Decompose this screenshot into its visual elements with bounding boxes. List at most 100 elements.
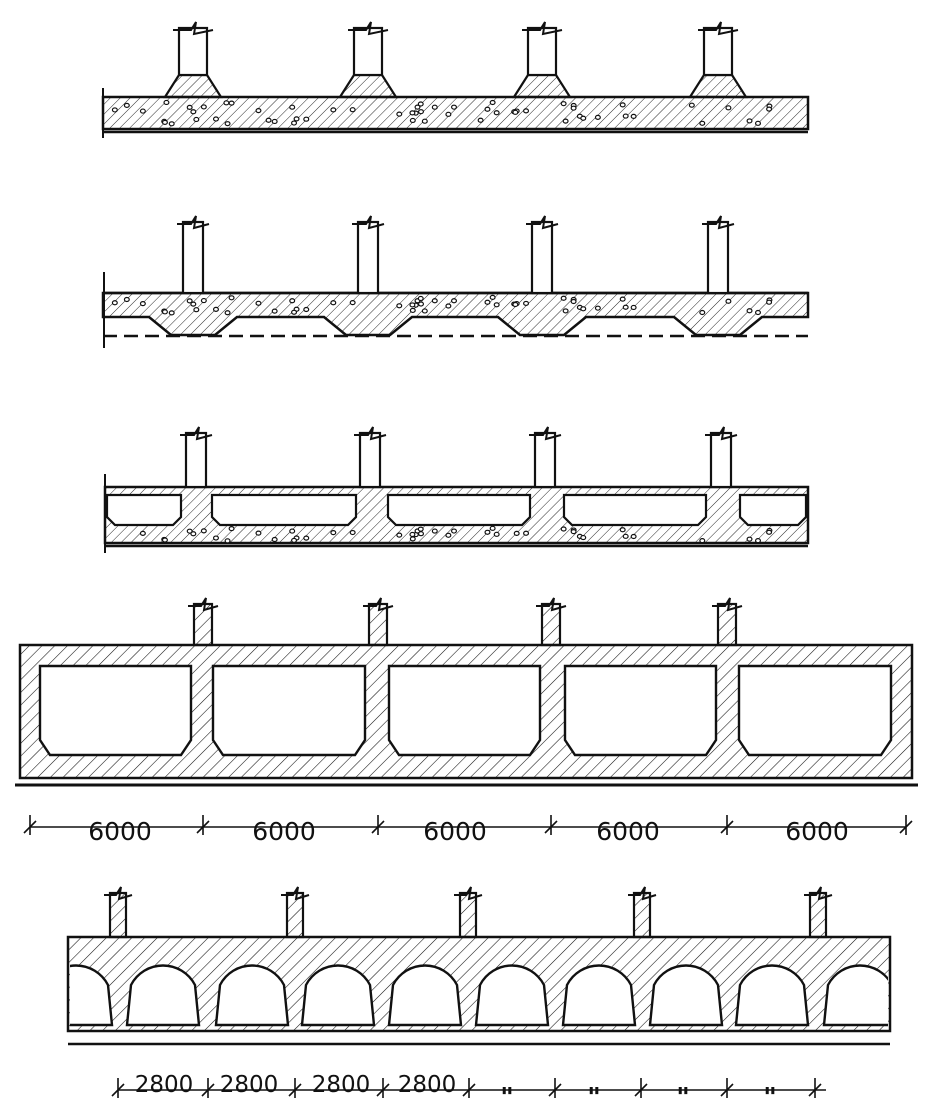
aggregate-mark xyxy=(139,300,146,307)
aggregate-mark xyxy=(349,107,356,113)
aggregate-mark xyxy=(409,117,416,124)
aggregate-mark xyxy=(512,109,519,115)
box-cell-void xyxy=(387,664,542,757)
break-symbol xyxy=(180,426,213,441)
tick-slash xyxy=(23,820,37,834)
column-shaft xyxy=(358,431,382,489)
aggregate-mark xyxy=(421,118,428,124)
aggregate-mark xyxy=(746,536,753,542)
columns xyxy=(104,886,833,939)
hollow-core-void xyxy=(648,964,724,1027)
aggregate-mark xyxy=(622,113,629,119)
aggregate-mark xyxy=(493,531,500,537)
dim-label-4: 2800 xyxy=(398,1072,457,1098)
aggregate-mark xyxy=(414,104,421,110)
aggregate-mark xyxy=(725,298,732,304)
aggregate-mark xyxy=(168,310,175,316)
hollow-core-void xyxy=(214,964,290,1027)
break-symbol xyxy=(698,21,739,36)
aggregate-mark xyxy=(754,120,761,126)
aggregate-mark xyxy=(255,108,262,114)
aggregate-mark xyxy=(562,118,569,124)
break-symbol xyxy=(712,597,743,612)
box-cell-void xyxy=(211,664,367,757)
aggregate-mark xyxy=(212,535,219,541)
aggregate-mark xyxy=(223,100,230,106)
break-symbol xyxy=(702,215,735,230)
break-symbol xyxy=(188,597,219,612)
cells xyxy=(105,493,808,527)
aggregate-mark xyxy=(111,300,118,306)
aggregate-mark xyxy=(228,295,235,301)
aggregate-mark xyxy=(445,111,452,117)
column-shaft xyxy=(181,220,205,295)
aggregate-mark xyxy=(186,298,193,304)
dim-label-2: 2800 xyxy=(220,1072,279,1098)
break-symbol xyxy=(363,597,394,612)
aggregate-mark xyxy=(630,304,637,311)
cell-void xyxy=(210,493,358,527)
tick-slash xyxy=(376,1083,390,1097)
aggregate-mark xyxy=(431,104,438,110)
break-symbol xyxy=(804,886,833,901)
hollow-core-void xyxy=(734,964,810,1027)
aggregate-mark xyxy=(228,100,235,106)
tick-slash xyxy=(288,1083,302,1097)
dimension-ticks xyxy=(111,1078,822,1098)
aggregate-mark xyxy=(396,303,403,309)
aggregate-mark xyxy=(560,101,567,107)
aggregate-mark xyxy=(746,308,753,314)
dim-label-1: 6000 xyxy=(88,817,152,846)
aggregate-mark xyxy=(594,114,601,120)
break-symbol xyxy=(529,426,562,441)
aggregate-mark xyxy=(417,526,424,532)
break-symbol xyxy=(526,215,559,230)
cell-void xyxy=(738,493,808,527)
aggregate-mark xyxy=(445,532,452,538)
aggregate-mark xyxy=(289,298,296,304)
aggregate-mark xyxy=(523,530,530,536)
aggregate-mark xyxy=(303,306,310,313)
aggregate-mark xyxy=(489,525,496,531)
ditto-mark-3: " xyxy=(676,1083,690,1113)
aggregate-mark xyxy=(484,106,491,112)
aggregate-mark xyxy=(409,302,416,308)
aggregate-mark xyxy=(291,537,298,544)
aggregate-mark xyxy=(512,301,519,308)
aggregate-mark xyxy=(123,296,130,303)
aggregate-mark xyxy=(200,297,207,304)
aggregate-mark xyxy=(271,308,278,314)
aggregate-mark xyxy=(303,116,310,122)
cell-void xyxy=(562,493,708,527)
aggregate-mark xyxy=(699,309,706,316)
aggregate-mark xyxy=(190,301,197,307)
aggregate-mark xyxy=(349,300,356,306)
aggregate-mark xyxy=(163,99,170,106)
aggregate-mark xyxy=(396,111,403,117)
column-capital xyxy=(337,73,399,99)
aggregate-mark xyxy=(484,299,491,305)
aggregate-mark xyxy=(409,536,416,542)
aggregate-mark xyxy=(754,538,761,544)
break-symbol xyxy=(354,426,387,441)
column-shaft xyxy=(533,431,557,489)
ditto-mark-2: " xyxy=(587,1083,601,1113)
aggregate-mark xyxy=(431,298,438,304)
column-shaft xyxy=(356,220,380,295)
aggregate-mark xyxy=(619,296,626,302)
aggregate-mark xyxy=(630,533,637,540)
box-cells xyxy=(38,664,893,757)
aggregate-mark xyxy=(630,113,637,119)
aggregate-mark xyxy=(289,104,296,110)
aggregate-mark xyxy=(161,309,168,315)
aggregate-mark xyxy=(489,294,496,300)
aggregate-mark xyxy=(451,298,458,304)
tick-slash xyxy=(196,820,210,834)
aggregate-mark xyxy=(417,101,424,107)
hollow-core-void xyxy=(387,964,463,1027)
aggregate-mark xyxy=(139,108,146,114)
aggregate-mark xyxy=(228,526,235,532)
aggregate-mark xyxy=(570,529,577,535)
aggregate-mark xyxy=(111,107,118,113)
slab-with-drops xyxy=(101,291,810,337)
